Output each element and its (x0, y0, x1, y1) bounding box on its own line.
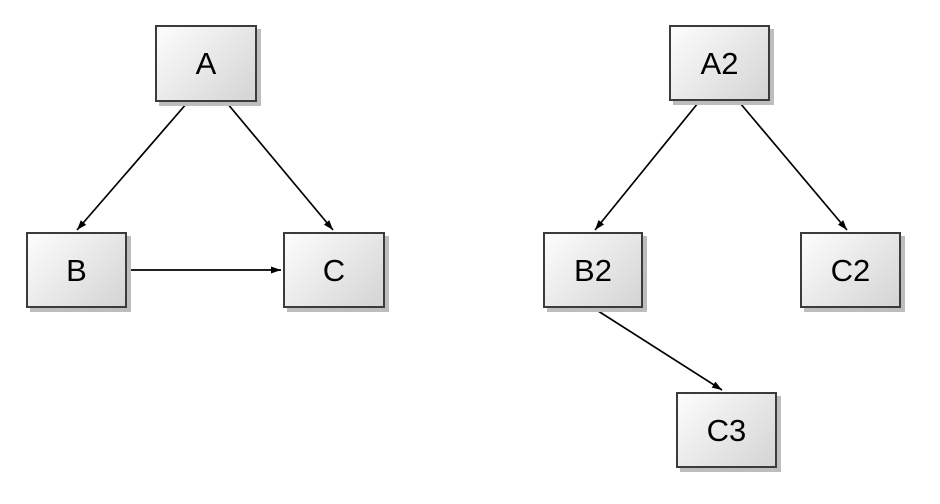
node-label: B (66, 252, 87, 288)
edge-B2-C3 (594, 308, 723, 391)
edge-A2-C2 (739, 102, 848, 231)
node-C: C (283, 232, 385, 308)
edge-A-C (226, 102, 334, 231)
edge-A2-B2 (594, 102, 699, 231)
node-label: B2 (574, 252, 612, 288)
node-C2: C2 (800, 232, 901, 308)
node-label: A2 (700, 45, 739, 81)
node-A2: A2 (669, 25, 770, 101)
node-label: C (322, 252, 346, 288)
node-label: C2 (830, 252, 871, 288)
node-B: B (26, 232, 127, 308)
node-B2: B2 (543, 232, 643, 308)
node-label: A (195, 46, 217, 81)
edge-A-B (76, 102, 188, 231)
node-A: A (155, 25, 257, 102)
node-C3: C3 (676, 392, 777, 468)
node-label: C3 (706, 412, 747, 448)
